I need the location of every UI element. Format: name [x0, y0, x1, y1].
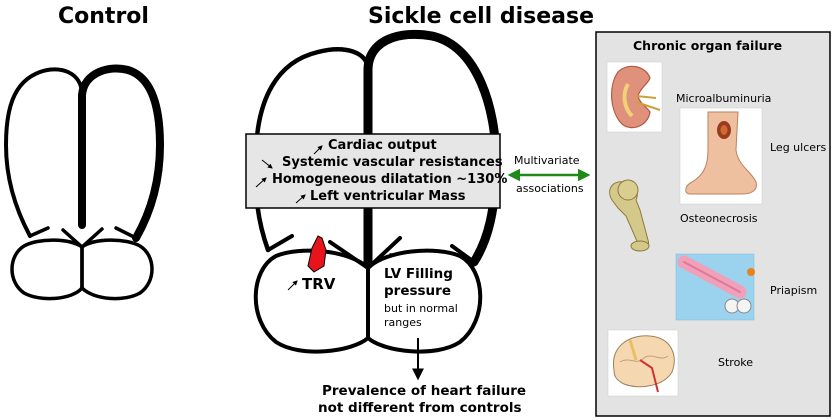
trend-arrow-up-icon [383, 253, 395, 259]
box-line-vascular-resistances: Systemic vascular resistances [282, 155, 503, 170]
organ-label-priapism: Priapism [770, 284, 818, 297]
box-line-dilatation: Homogeneous dilatation ~130% [272, 172, 508, 187]
trend-arrow-up-icon [255, 177, 267, 188]
organ-label-microalbuminuria: Microalbuminuria [676, 92, 772, 105]
prevalence-line2: not different from controls [318, 400, 522, 416]
trend-arrow-up-icon [295, 194, 306, 204]
organ-label-leg-ulcers: Leg ulcers [770, 141, 827, 154]
associations-line2: associations [516, 182, 584, 195]
control-title: Control [58, 4, 149, 29]
control-heart [4, 64, 164, 301]
trend-arrow-up-icon [313, 145, 323, 155]
trv-label: TRV [302, 275, 336, 293]
scd-title: Sickle cell disease [368, 4, 595, 29]
lv-line4: ranges [384, 316, 422, 329]
trend-arrow-down-icon [261, 159, 273, 169]
trv-jet [307, 235, 327, 273]
organ-panel-title: Chronic organ failure [633, 38, 783, 53]
trend-arrow-up-icon [287, 280, 298, 291]
scd-right-ventricle [363, 29, 501, 267]
control-left-atrium [10, 238, 84, 301]
associations-line1: Multivariate [514, 154, 580, 167]
kidney-icon [606, 61, 663, 133]
priapism-icon [675, 253, 755, 321]
lv-line3: but in normal [384, 302, 458, 315]
femur-bone-icon [609, 179, 650, 252]
central-box [245, 133, 501, 209]
box-line-lv-mass: Left ventricular Mass [310, 189, 466, 204]
control-right-atrium [80, 238, 154, 301]
lv-line2: pressure [384, 283, 451, 299]
brain-icon [607, 329, 679, 397]
control-right-ventricle [78, 64, 164, 242]
lv-line1: LV Filling [384, 266, 453, 282]
box-line-cardiac-output: Cardiac output [328, 138, 437, 153]
control-left-ventricle [4, 67, 84, 238]
organ-label-osteonecrosis: Osteonecrosis [680, 212, 758, 225]
organ-label-stroke: Stroke [718, 356, 754, 369]
leg-ulcer-icon [679, 107, 763, 205]
scd-right-atrium [366, 248, 483, 354]
prevalence-line1: Prevalence of heart failure [322, 383, 527, 399]
